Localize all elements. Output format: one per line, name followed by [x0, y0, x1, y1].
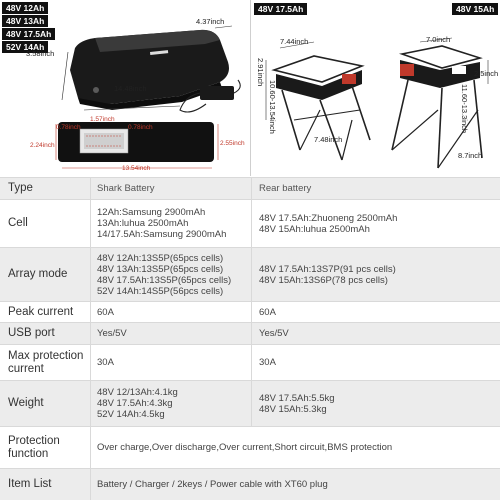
cell-line: 60A — [97, 306, 114, 318]
voltage-tag: 48V 17.5Ah — [254, 3, 308, 15]
table-row: Cell 12Ah:Samsung 2900mAh 13Ah:luhua 250… — [0, 199, 500, 247]
table-row: Weight 48V 12/13Ah:4.1kg 48V 17.5Ah:4.3k… — [0, 380, 500, 426]
row-full: Battery / Charger / 2keys / Power cable … — [97, 479, 328, 490]
dim-left-height-b: 10.60-13.54inch — [268, 80, 277, 134]
product-images: 48V 12Ah 48V 13Ah 48V 17.5Ah 52V 14Ah — [0, 0, 500, 176]
spec-table: Type Shark Battery Rear battery Cell 12A… — [0, 177, 500, 500]
header-label: Type — [8, 182, 33, 194]
row-col-b: 48V 17.5Ah:13S7P(91 pcs cells) 48V 15Ah:… — [252, 248, 500, 301]
header-shark-battery: Shark Battery — [97, 183, 155, 194]
row-label: USB port — [8, 327, 55, 339]
cell-line: 52V 14Ah:14S5P(56pcs cells) — [97, 285, 224, 297]
row-col-b: 60A — [252, 302, 500, 322]
rack-drawing — [265, 37, 489, 169]
row-col-a: 48V 12/13Ah:4.1kg 48V 17.5Ah:4.3kg 52V 1… — [91, 381, 250, 426]
cell-line: Yes/5V — [97, 328, 127, 339]
row-label: Weight — [8, 397, 44, 409]
cell-line: 14/17.5Ah:Samsung 2900mAh — [97, 229, 227, 240]
row-label: Max protection current — [8, 349, 84, 375]
row-label: Array mode — [8, 268, 68, 280]
dim-right-length: 8.7inch — [458, 151, 483, 160]
dim-height-left: 3.58inch — [26, 49, 55, 58]
dim-right-side: 2.5inch — [474, 69, 499, 78]
table-row: Protection function Over charge,Over dis… — [0, 426, 500, 468]
cell-line: 48V 13Ah:13S5P(65pcs cells) — [97, 263, 224, 275]
image-divider — [250, 0, 251, 176]
dim-right-width: 7.0inch — [426, 35, 451, 44]
voltage-tag: 48V 17.5Ah — [2, 28, 56, 40]
row-label: Cell — [8, 217, 28, 229]
rear-battery-image: 48V 17.5Ah 48V 15Ah — [252, 0, 500, 176]
row-col-a: Yes/5V — [91, 323, 250, 344]
voltage-tag: 48V 13Ah — [2, 15, 49, 27]
row-label: Protection function — [8, 434, 60, 460]
cell-line: 48V 15Ah:luhua 2500mAh — [259, 223, 370, 235]
cell-line: 48V 12Ah:13S5P(65pcs cells) — [97, 252, 224, 264]
cell-line: 12Ah:Samsung 2900mAh — [97, 207, 206, 218]
dim-width-top: 4.37inch — [196, 17, 225, 26]
cell-line: 13Ah:luhua 2500mAh — [97, 218, 189, 229]
cell-line: 48V 17.5Ah:13S5P(65pcs cells) — [97, 274, 232, 286]
cell-line: 48V 15Ah:13S6P(78 pcs cells) — [259, 274, 388, 286]
header-col-b: Rear battery — [252, 178, 500, 199]
cell-line: 52V 14Ah:4.5kg — [97, 409, 165, 420]
row-full: Over charge,Over discharge,Over current,… — [97, 442, 393, 453]
cell-line: 60A — [259, 306, 276, 318]
row-label: Peak current — [8, 305, 74, 318]
dim-side-left: 2.24inch — [30, 142, 55, 149]
table-row: Peak current 60A 60A — [0, 301, 500, 322]
dim-side-right: 2.55inch — [220, 140, 245, 147]
dim-side-a: 0.78inch — [56, 124, 81, 131]
table-row: Max protection current 30A 30A — [0, 344, 500, 380]
voltage-tag: 48V 15Ah — [452, 3, 499, 15]
dim-side-c: 0.78inch — [128, 124, 153, 131]
row-col-b: 48V 17.5Ah:5.5kg 48V 15Ah:5.3kg — [252, 381, 500, 426]
dim-bottom-length: 13.54inch — [122, 165, 151, 172]
cell-line: 48V 17.5Ah:5.5kg — [259, 392, 335, 404]
row-col-b: 30A — [252, 345, 500, 380]
cell-line: 48V 17.5Ah:Zhuoneng 2500mAh — [259, 212, 398, 224]
dim-right-height-a: 11.60-13.3inch — [460, 84, 469, 134]
table-header-row: Type Shark Battery Rear battery — [0, 177, 500, 199]
dim-side-b: 1.57inch — [90, 116, 115, 123]
voltage-tag: 52V 14Ah — [2, 41, 49, 53]
dim-left-height-a: 2.91inch — [256, 58, 265, 87]
cell-line: 48V 17.5Ah:4.3kg — [97, 398, 173, 409]
table-row: Item List Battery / Charger / 2keys / Po… — [0, 468, 500, 500]
row-col-a: 12Ah:Samsung 2900mAh 13Ah:luhua 2500mAh … — [91, 200, 250, 247]
row-col-a: 30A — [91, 345, 250, 380]
table-row: Array mode 48V 12Ah:13S5P(65pcs cells) 4… — [0, 247, 500, 301]
cell-line: 30A — [259, 357, 276, 368]
row-col-b: Yes/5V — [252, 323, 500, 344]
cell-line: 48V 15Ah:5.3kg — [259, 403, 327, 415]
dim-left-width: 7.44inch — [280, 37, 309, 46]
dim-left-length: 7.48inch — [314, 135, 343, 144]
row-label: Item List — [8, 478, 52, 490]
header-col-a: Shark Battery — [91, 178, 250, 199]
row-col-b: 48V 17.5Ah:Zhuoneng 2500mAh 48V 15Ah:luh… — [252, 200, 500, 247]
shark-battery-image: 48V 12Ah 48V 13Ah 48V 17.5Ah 52V 14Ah — [0, 0, 250, 176]
row-col-a: 48V 12Ah:13S5P(65pcs cells) 48V 13Ah:13S… — [91, 248, 250, 301]
cell-line: Yes/5V — [259, 328, 289, 339]
battery-drawing — [55, 25, 241, 169]
cell-line: 30A — [97, 357, 114, 368]
cell-line: 48V 12/13Ah:4.1kg — [97, 387, 178, 398]
cell-line: 48V 17.5Ah:13S7P(91 pcs cells) — [259, 263, 396, 275]
table-row: USB port Yes/5V Yes/5V — [0, 322, 500, 344]
voltage-tag: 48V 12Ah — [2, 2, 49, 14]
row-col-a: 60A — [91, 302, 250, 322]
header-rear-battery: Rear battery — [259, 183, 312, 194]
dim-length: 14.48inch — [114, 84, 147, 93]
